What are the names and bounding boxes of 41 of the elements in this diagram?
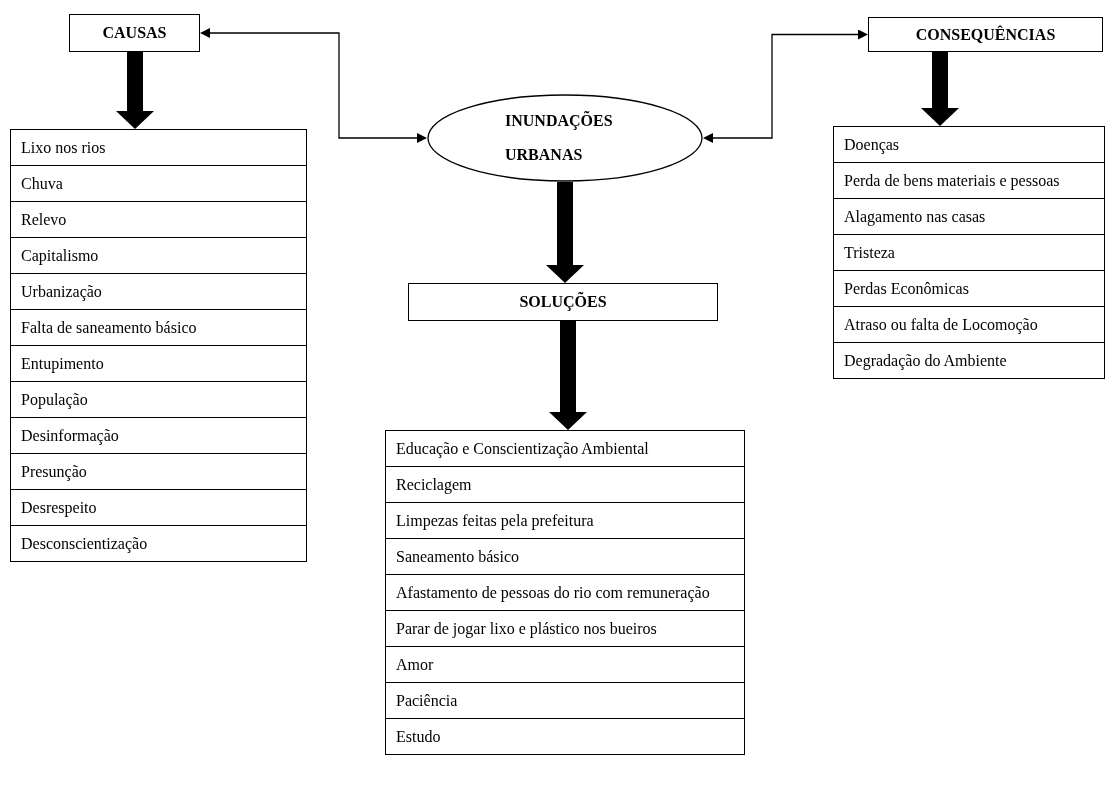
list-item: Estudo bbox=[386, 719, 744, 754]
list-table bbox=[385, 430, 745, 755]
list-item: População bbox=[11, 382, 306, 418]
list-item: Educação e Conscientização Ambiental bbox=[386, 431, 744, 467]
heading-box: SOLUÇÕES bbox=[408, 283, 718, 321]
list-item: Degradação do Ambiente bbox=[834, 343, 1104, 378]
list-table bbox=[833, 126, 1105, 379]
heading-box: CONSEQUÊNCIAS bbox=[868, 17, 1103, 52]
arrow bbox=[703, 29, 868, 143]
list-item: Lixo nos rios bbox=[11, 130, 306, 166]
list-item: Parar de jogar lixo e plástico nos bueiros bbox=[386, 611, 744, 647]
list-item: Atraso ou falta de Locomoção bbox=[834, 307, 1104, 343]
list-item: Desconscientização bbox=[11, 526, 306, 561]
list-item: Desinformação bbox=[11, 418, 306, 454]
list-item: Chuva bbox=[11, 166, 306, 202]
list-item: Capitalismo bbox=[11, 238, 306, 274]
list-item: Perda de bens materiais e pessoas bbox=[834, 163, 1104, 199]
list-item: Alagamento nas casas bbox=[834, 199, 1104, 235]
list-item: Relevo bbox=[11, 202, 306, 238]
list-item: Amor bbox=[386, 647, 744, 683]
list-item: Saneamento básico bbox=[386, 539, 744, 575]
list-item: Tristeza bbox=[834, 235, 1104, 271]
list-item: Paciência bbox=[386, 683, 744, 719]
list-item: Limpezas feitas pela prefeitura bbox=[386, 503, 744, 539]
list-item: Urbanização bbox=[11, 274, 306, 310]
heading-text: INUNDAÇÕES URBANAS bbox=[505, 110, 614, 165]
list-item: Entupimento bbox=[11, 346, 306, 382]
block-arrow bbox=[921, 52, 959, 126]
heading-box: CAUSAS bbox=[69, 14, 200, 52]
list-item: Reciclagem bbox=[386, 467, 744, 503]
list-item: Perdas Econômicas bbox=[834, 271, 1104, 307]
block-arrow bbox=[549, 321, 587, 430]
list-item: Doenças bbox=[834, 127, 1104, 163]
block-arrow bbox=[546, 182, 584, 283]
list-item: Desrespeito bbox=[11, 490, 306, 526]
list-item: Falta de saneamento básico bbox=[11, 310, 306, 346]
block-arrow bbox=[116, 52, 154, 129]
list-item: Presunção bbox=[11, 454, 306, 490]
arrow bbox=[200, 28, 427, 143]
list-table bbox=[10, 129, 307, 562]
list-item: Afastamento de pessoas do rio com remuneração bbox=[386, 575, 744, 611]
